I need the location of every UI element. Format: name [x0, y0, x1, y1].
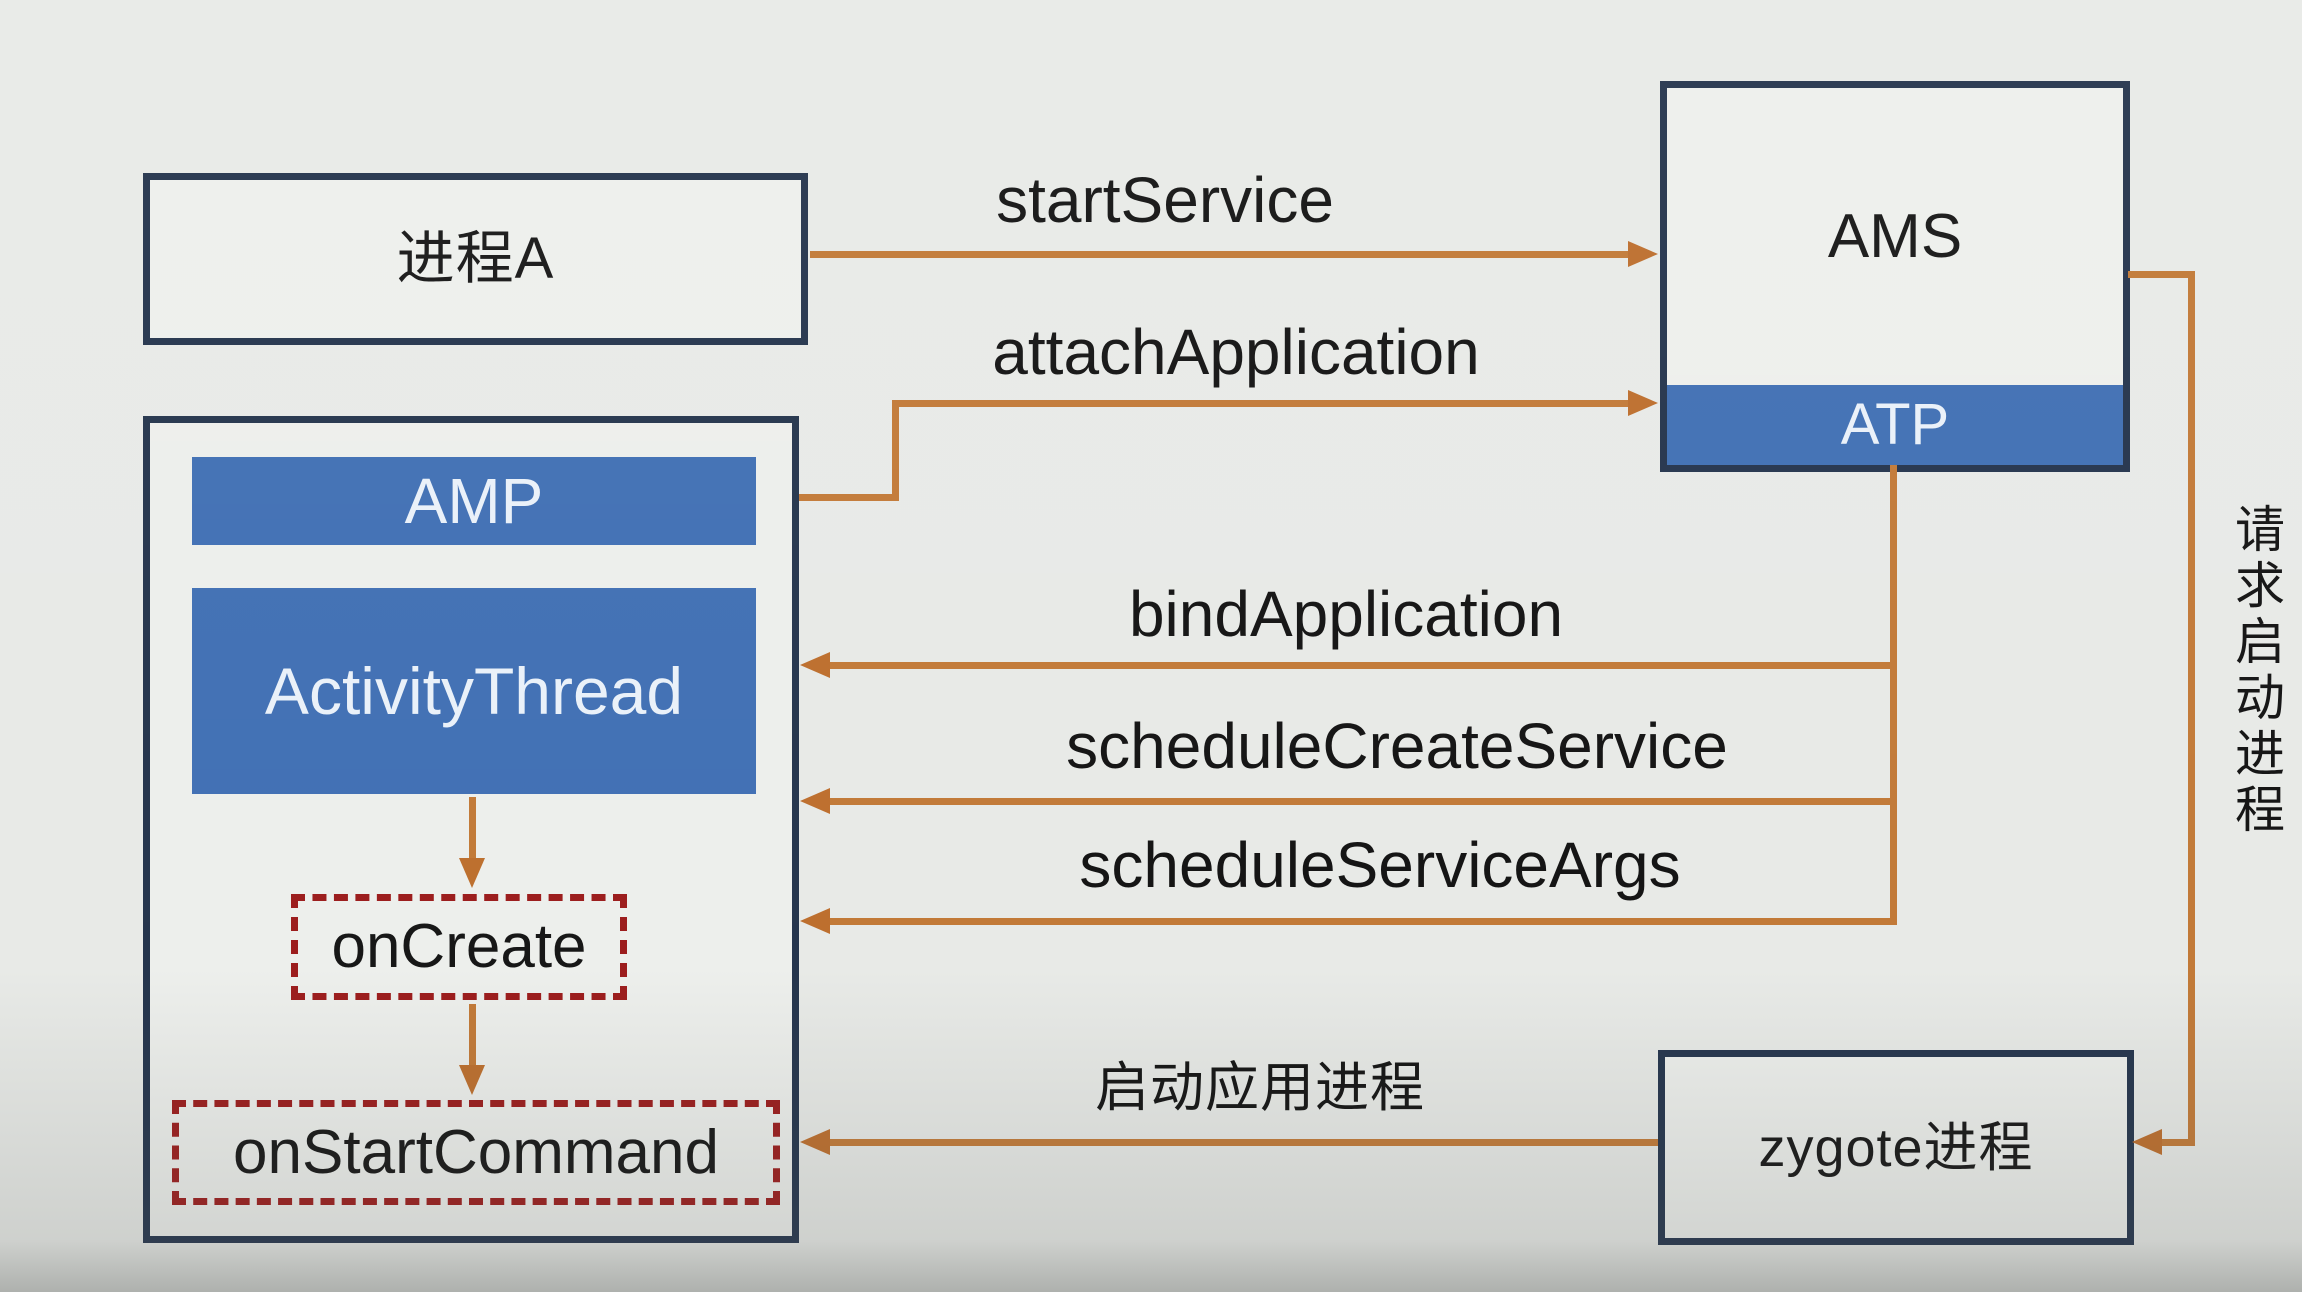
- edge-schedule-create-service-label: scheduleCreateService: [1066, 710, 1728, 782]
- edge-request-start-label: 请求启动进程: [2228, 503, 2284, 839]
- node-atp: ATP: [1667, 385, 2123, 465]
- edge-bind-application-label: bindApplication: [1128, 578, 1564, 650]
- edge-request-start-foot: [2160, 1139, 2195, 1146]
- edge-attach-application-riser: [892, 400, 899, 501]
- node-amp: AMP: [192, 457, 756, 545]
- edge-oncreate-to-onstartcommand-arrowhead-icon: [459, 1065, 485, 1095]
- edge-bind-application-arrowhead-icon: [800, 652, 830, 678]
- edge-schedule-service-args-line: [828, 918, 1897, 925]
- node-atp-label: ATP: [1840, 392, 1950, 457]
- node-amp-label: AMP: [404, 465, 544, 537]
- edge-atp-connector-line: [1890, 465, 1897, 925]
- edge-attach-application-line: [892, 400, 1628, 407]
- node-on-create-label: onCreate: [331, 912, 587, 981]
- node-ams-label: AMS: [1827, 201, 1963, 271]
- edge-schedule-create-service-arrowhead-icon: [800, 788, 830, 814]
- edge-launch-app-process-arrowhead-icon: [800, 1129, 830, 1155]
- edge-start-service-label: startService: [996, 164, 1334, 236]
- edge-schedule-service-args-label: scheduleServiceArgs: [1079, 829, 1681, 901]
- node-process-a-label: 进程A: [396, 226, 555, 291]
- node-on-start-command-label: onStartCommand: [233, 1117, 719, 1187]
- node-on-create: onCreate: [291, 894, 627, 1000]
- edge-schedule-service-args-arrowhead-icon: [800, 908, 830, 934]
- edge-request-start-arrowhead-icon: [2132, 1129, 2162, 1155]
- edge-launch-app-process-label: 启动应用进程: [1095, 1058, 1425, 1118]
- edge-launch-app-process-line: [828, 1139, 1658, 1146]
- edge-bind-application-line: [828, 662, 1897, 669]
- edge-oncreate-to-onstartcommand-line: [469, 1004, 476, 1066]
- node-activity-thread: ActivityThread: [192, 588, 756, 794]
- node-zygote-label: zygote进程: [1758, 1117, 2034, 1178]
- node-process-a: 进程A: [143, 173, 808, 345]
- edge-start-service-arrowhead-icon: [1628, 241, 1658, 267]
- node-zygote: zygote进程: [1658, 1050, 2134, 1245]
- edge-schedule-create-service-line: [828, 798, 1897, 805]
- edge-activity-to-oncreate-arrowhead-icon: [459, 858, 485, 888]
- node-on-start-command: onStartCommand: [172, 1100, 780, 1205]
- node-ams-label-area: AMS: [1667, 88, 2123, 385]
- node-activity-thread-label: ActivityThread: [264, 654, 684, 728]
- edge-attach-application-label: attachApplication: [992, 316, 1480, 388]
- edge-request-start-riser: [2188, 271, 2195, 1146]
- edge-activity-to-oncreate-line: [469, 797, 476, 859]
- edge-attach-application-arrowhead-icon: [1628, 390, 1658, 416]
- edge-request-start-stub: [2128, 271, 2191, 278]
- edge-attach-application-stub: [799, 494, 899, 501]
- edge-start-service-line: [810, 251, 1628, 258]
- node-ams: AMS ATP: [1660, 81, 2130, 472]
